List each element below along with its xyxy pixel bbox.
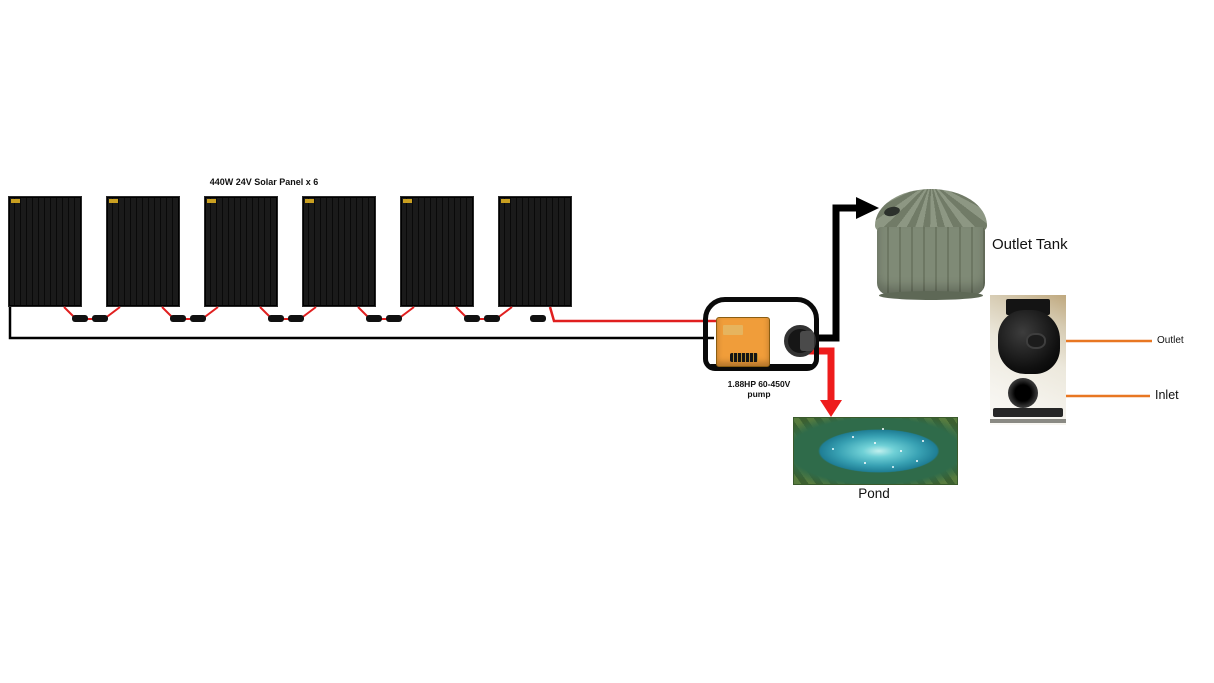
pump-photo-shadow bbox=[990, 419, 1066, 423]
panel-brand-mark bbox=[305, 199, 314, 203]
pond-sparkles bbox=[852, 436, 854, 438]
controller-terminals bbox=[730, 353, 758, 362]
outlet-tank-body bbox=[877, 227, 985, 295]
panel-brand-mark bbox=[109, 199, 118, 203]
panel-brand-mark bbox=[11, 199, 20, 203]
solar-panel bbox=[498, 196, 572, 307]
panel-brand-mark bbox=[501, 199, 510, 203]
pump-label: 1.88HP 60-450V pump bbox=[716, 379, 802, 399]
solar-panel bbox=[8, 196, 82, 307]
pump-label-line2: pump bbox=[747, 389, 771, 399]
pump-product-photo bbox=[990, 295, 1066, 425]
pump-frame-base bbox=[708, 364, 814, 370]
pond-label: Pond bbox=[858, 486, 890, 501]
inlet-port-label: Inlet bbox=[1155, 388, 1179, 402]
outlet-tank-label: Outlet Tank bbox=[992, 236, 1068, 253]
solar-panel bbox=[204, 196, 278, 307]
pump-mount-base bbox=[993, 408, 1063, 417]
controller-sticker bbox=[723, 325, 743, 335]
pump-coupler bbox=[800, 331, 814, 351]
pond-photo bbox=[793, 417, 958, 485]
outlet-port-label: Outlet bbox=[1157, 335, 1184, 346]
solar-panel bbox=[400, 196, 474, 307]
panel-brand-mark bbox=[403, 199, 412, 203]
pump-inlet-port bbox=[1008, 378, 1038, 408]
solar-panel bbox=[106, 196, 180, 307]
solar-array-label: 440W 24V Solar Panel x 6 bbox=[209, 177, 319, 187]
pump-controller-box bbox=[716, 317, 770, 367]
outlet-tank-base bbox=[879, 291, 983, 300]
solar-panel bbox=[302, 196, 376, 307]
pump-outlet-port bbox=[1026, 333, 1046, 349]
pump-label-line1: 1.88HP 60-450V bbox=[727, 379, 791, 389]
panel-brand-mark bbox=[207, 199, 216, 203]
